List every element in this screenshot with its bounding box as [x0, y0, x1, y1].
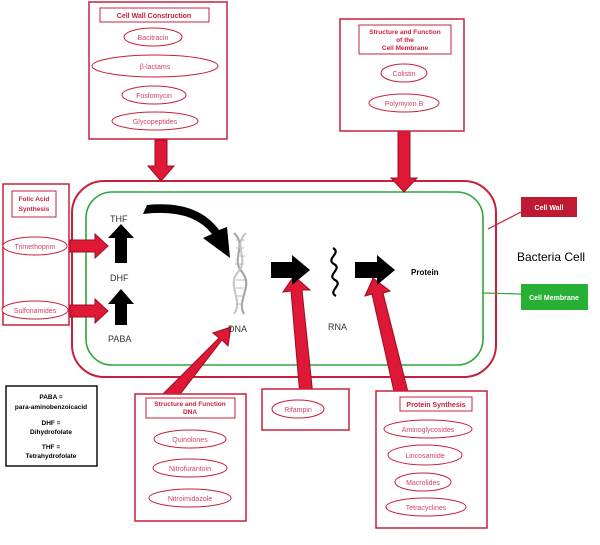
- cell-wall-construction-box: Cell Wall Construction Bacitracin β-lact…: [88, 1, 228, 140]
- drug-aminoglycosides: Aminoglycosides: [402, 427, 455, 434]
- drug-glycopeptides: Glycopeptides: [133, 119, 178, 126]
- cell-membrane-function-title-1: Structure and Function: [369, 29, 441, 36]
- legend-line-3: DHF =: [42, 420, 61, 427]
- protein-synthesis-title: Protein Synthesis: [406, 402, 465, 409]
- folic-acid-synthesis-box: Folic Acid Synthesis Trimethoprim Sulfon…: [1, 183, 70, 326]
- cell-membrane-function-title-3: Cell Membrane: [382, 45, 429, 52]
- cell-wall-arrow: [146, 139, 176, 182]
- trimethoprim-arrow: [69, 232, 109, 260]
- thf-label: THF: [110, 214, 128, 224]
- drug-macrolides: Macrolides: [406, 480, 440, 487]
- rifampin-box: Rifampin: [261, 388, 350, 431]
- drug-fosfomycin: Fosfomycin: [136, 93, 172, 100]
- cell-membrane-outline: [85, 191, 484, 366]
- dna-to-rna-arrow: [271, 255, 310, 285]
- cell-membrane-function-title-2: of the: [396, 37, 414, 44]
- dna-helix-icon: [232, 232, 248, 315]
- cell-wall-tag: [521, 197, 577, 217]
- legend-line-4: Dihydrofolate: [30, 429, 72, 436]
- drug-beta-lactams: β-lactams: [140, 64, 171, 71]
- bacteria-cell-label: Bacteria Cell: [517, 250, 585, 264]
- cell-wall-construction-title: Cell Wall Construction: [117, 13, 191, 20]
- drug-sulfonamides: Sulfonamides: [14, 308, 57, 315]
- dna-label: DNA: [228, 324, 247, 334]
- cell-membrane-connector: [482, 292, 522, 295]
- paba-to-dhf-arrow: [108, 289, 134, 325]
- thf-to-dna-arrow: [143, 204, 230, 258]
- dna-function-title-1: Structure and Function: [154, 401, 226, 408]
- legend-line-1: PABA =: [39, 394, 63, 401]
- protein-synthesis-box: Protein Synthesis Aminoglycosides Lincos…: [375, 390, 488, 529]
- dhf-label: DHF: [110, 273, 129, 283]
- dna-function-title-2: DNA: [183, 409, 197, 416]
- drug-trimethoprim: Trimethoprim: [15, 244, 56, 251]
- rna-label: RNA: [328, 322, 347, 332]
- paba-label: PABA: [108, 334, 131, 344]
- drug-bacitracin: Bacitracin: [138, 35, 169, 42]
- drug-tetracyclines: Tetracyclines: [406, 505, 447, 512]
- cell-membrane-tag: [521, 284, 588, 310]
- dhf-to-thf-arrow: [108, 224, 134, 263]
- rifampin-arrow: [281, 275, 314, 397]
- drug-nitrofurantoin: Nitrofurantoin: [169, 466, 211, 473]
- drug-quinolones: Quinolones: [172, 437, 208, 444]
- legend-line-2: para-aminobenzoicacid: [15, 404, 87, 411]
- drug-colistin: Colistin: [393, 71, 416, 78]
- cell-wall-outline: [71, 180, 497, 378]
- rna-to-protein-arrow: [355, 255, 395, 285]
- folic-acid-title-1: Folic Acid: [19, 196, 50, 203]
- cell-membrane-arrow: [389, 130, 419, 193]
- dna-function-box: Structure and Function DNA Quinolones Ni…: [134, 393, 247, 522]
- cell-membrane-function-box: Structure and Function of the Cell Membr…: [339, 18, 465, 132]
- dna-arrow: [162, 326, 232, 403]
- cell-wall-tag-label: Cell Wall: [535, 205, 564, 212]
- drug-rifampin: Rifampin: [284, 407, 312, 414]
- cell-membrane-tag-label: Cell Membrane: [529, 295, 579, 302]
- drug-polymyxin-b: Polymyxin B: [385, 101, 424, 108]
- legend-line-5: THF =: [42, 444, 60, 451]
- black-arrows: [108, 204, 395, 325]
- sulfonamides-arrow: [69, 297, 109, 325]
- drug-lincosamide: Lincosamide: [405, 453, 444, 460]
- legend-line-6: Tetrahydrofolate: [26, 453, 77, 460]
- protein-synthesis-arrow: [364, 277, 410, 397]
- folic-acid-title-2: Synthesis: [19, 206, 50, 213]
- protein-label: Protein: [411, 268, 439, 277]
- drug-nitroimidazole: Nitroimidazole: [168, 496, 212, 503]
- red-arrows: [69, 130, 419, 403]
- abbreviation-legend: PABA = para-aminobenzoicacid DHF = Dihyd…: [5, 385, 98, 467]
- rna-strand-icon: [330, 247, 339, 297]
- cell-wall-connector: [487, 211, 522, 230]
